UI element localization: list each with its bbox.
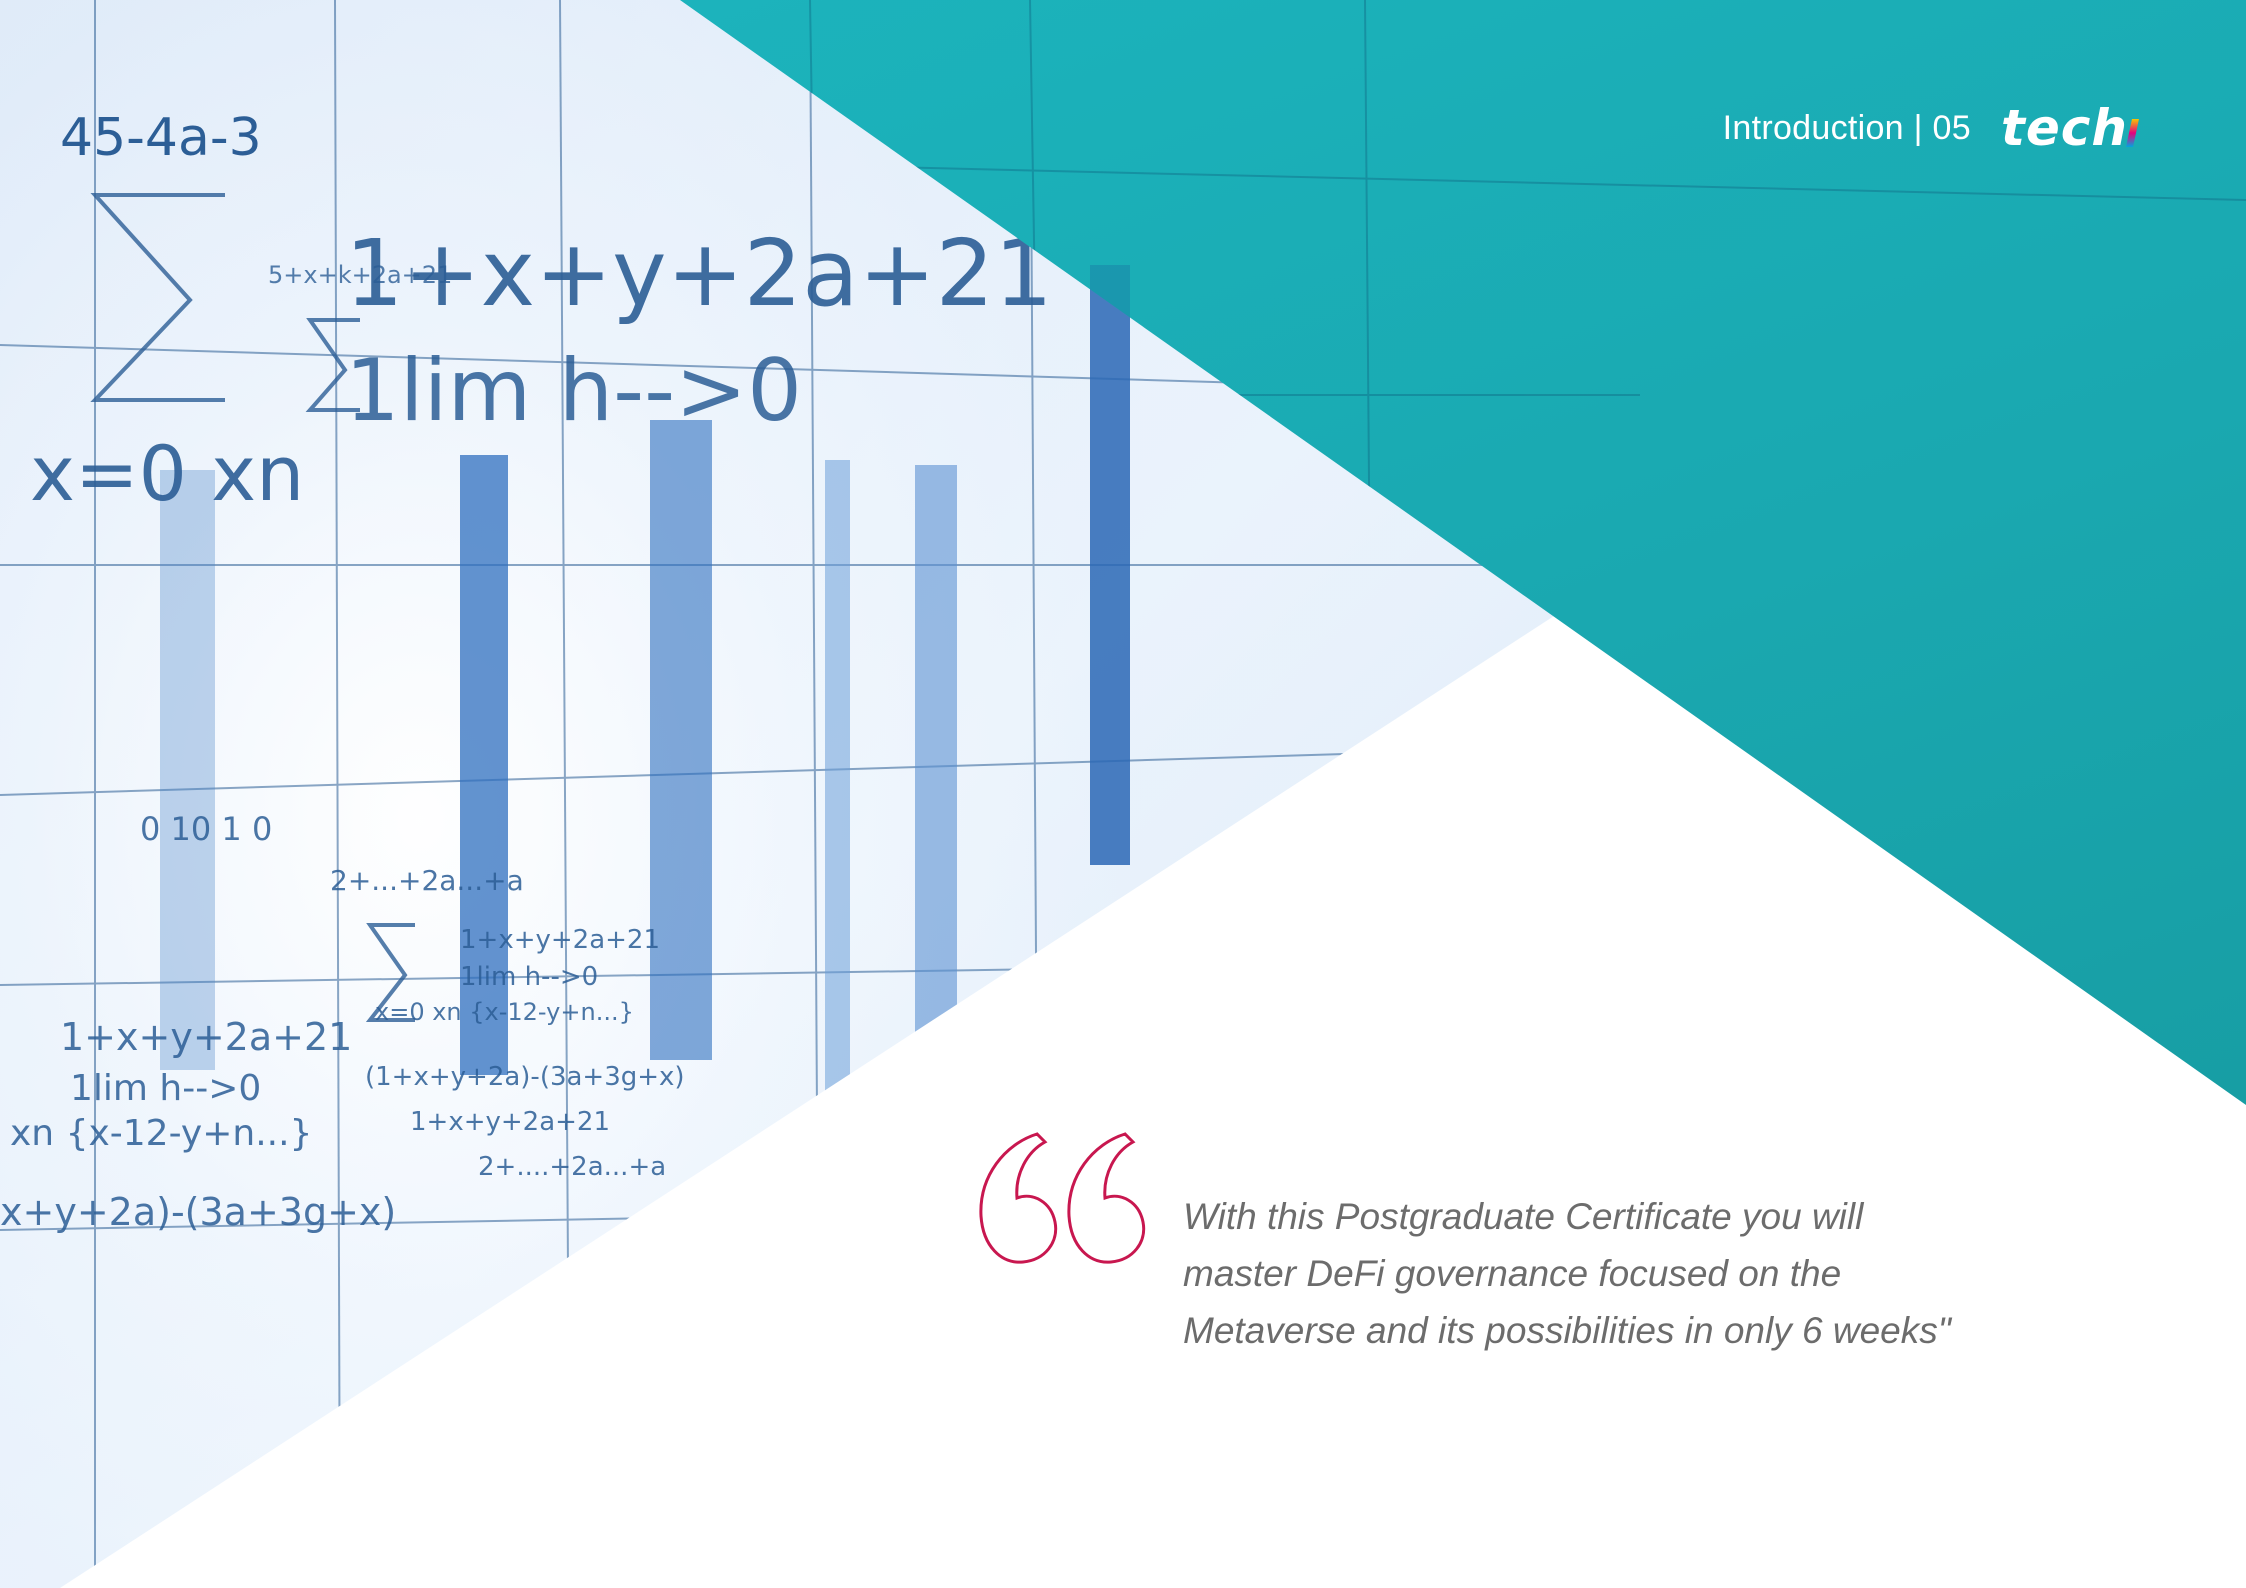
svg-text:(1+x+y+2a)-(3a+3g+x): (1+x+y+2a)-(3a+3g+x) xyxy=(365,1062,685,1092)
svg-text:5+x+k+2a+21: 5+x+k+2a+21 xyxy=(268,261,452,289)
quote-mark-icon xyxy=(979,1132,1146,1264)
svg-text:x+y+2a)-(3a+3g+x): x+y+2a)-(3a+3g+x) xyxy=(0,1190,396,1234)
svg-text:x=0 xn: x=0 xn xyxy=(30,429,304,518)
formula-text: 45-4a-3 1+x+y+2a+21 1lim h-->0 x=0 xn 5+… xyxy=(0,108,1053,1234)
quote-line-3: Metaverse and its possibilities in only … xyxy=(1183,1310,1951,1351)
svg-text:1lim h-->0: 1lim h-->0 xyxy=(460,962,598,992)
svg-text:45-4a-3: 45-4a-3 xyxy=(60,108,262,168)
svg-text:2+...+2a...+a: 2+...+2a...+a xyxy=(330,864,524,897)
svg-text:1+x+y+2a+21: 1+x+y+2a+21 xyxy=(460,925,660,955)
logo-text: tech xyxy=(2000,99,2128,157)
svg-text:1lim h-->0: 1lim h-->0 xyxy=(345,341,802,441)
page-header: Introduction | 05 tech xyxy=(1722,103,2139,153)
chart-bars xyxy=(160,265,1130,1105)
svg-text:1+x+y+2a+21: 1+x+y+2a+21 xyxy=(60,1015,352,1059)
svg-text:1+x+y+2a+21: 1+x+y+2a+21 xyxy=(410,1107,610,1137)
tech-logo: tech xyxy=(2001,103,2139,153)
svg-text:1lim h-->0: 1lim h-->0 xyxy=(70,1068,261,1109)
svg-text:0 10 1 0: 0 10 1 0 xyxy=(140,810,272,848)
section-page-label: Introduction | 05 xyxy=(1722,108,1971,147)
svg-text:1+x+y+2a+21: 1+x+y+2a+21 xyxy=(345,220,1053,327)
pull-quote: With this Postgraduate Certificate you w… xyxy=(1183,1188,2083,1359)
svg-text:xn {x-12-y+n...}: xn {x-12-y+n...} xyxy=(10,1113,312,1154)
sigma-symbols xyxy=(90,193,415,1022)
svg-text:x=0 xn {x-12-y+n...}: x=0 xn {x-12-y+n...} xyxy=(375,998,634,1026)
quote-line-2: master DeFi governance focused on the xyxy=(1183,1253,1842,1294)
svg-text:2+....+2a...+a: 2+....+2a...+a xyxy=(478,1152,666,1182)
quote-line-1: With this Postgraduate Certificate you w… xyxy=(1183,1196,1864,1237)
